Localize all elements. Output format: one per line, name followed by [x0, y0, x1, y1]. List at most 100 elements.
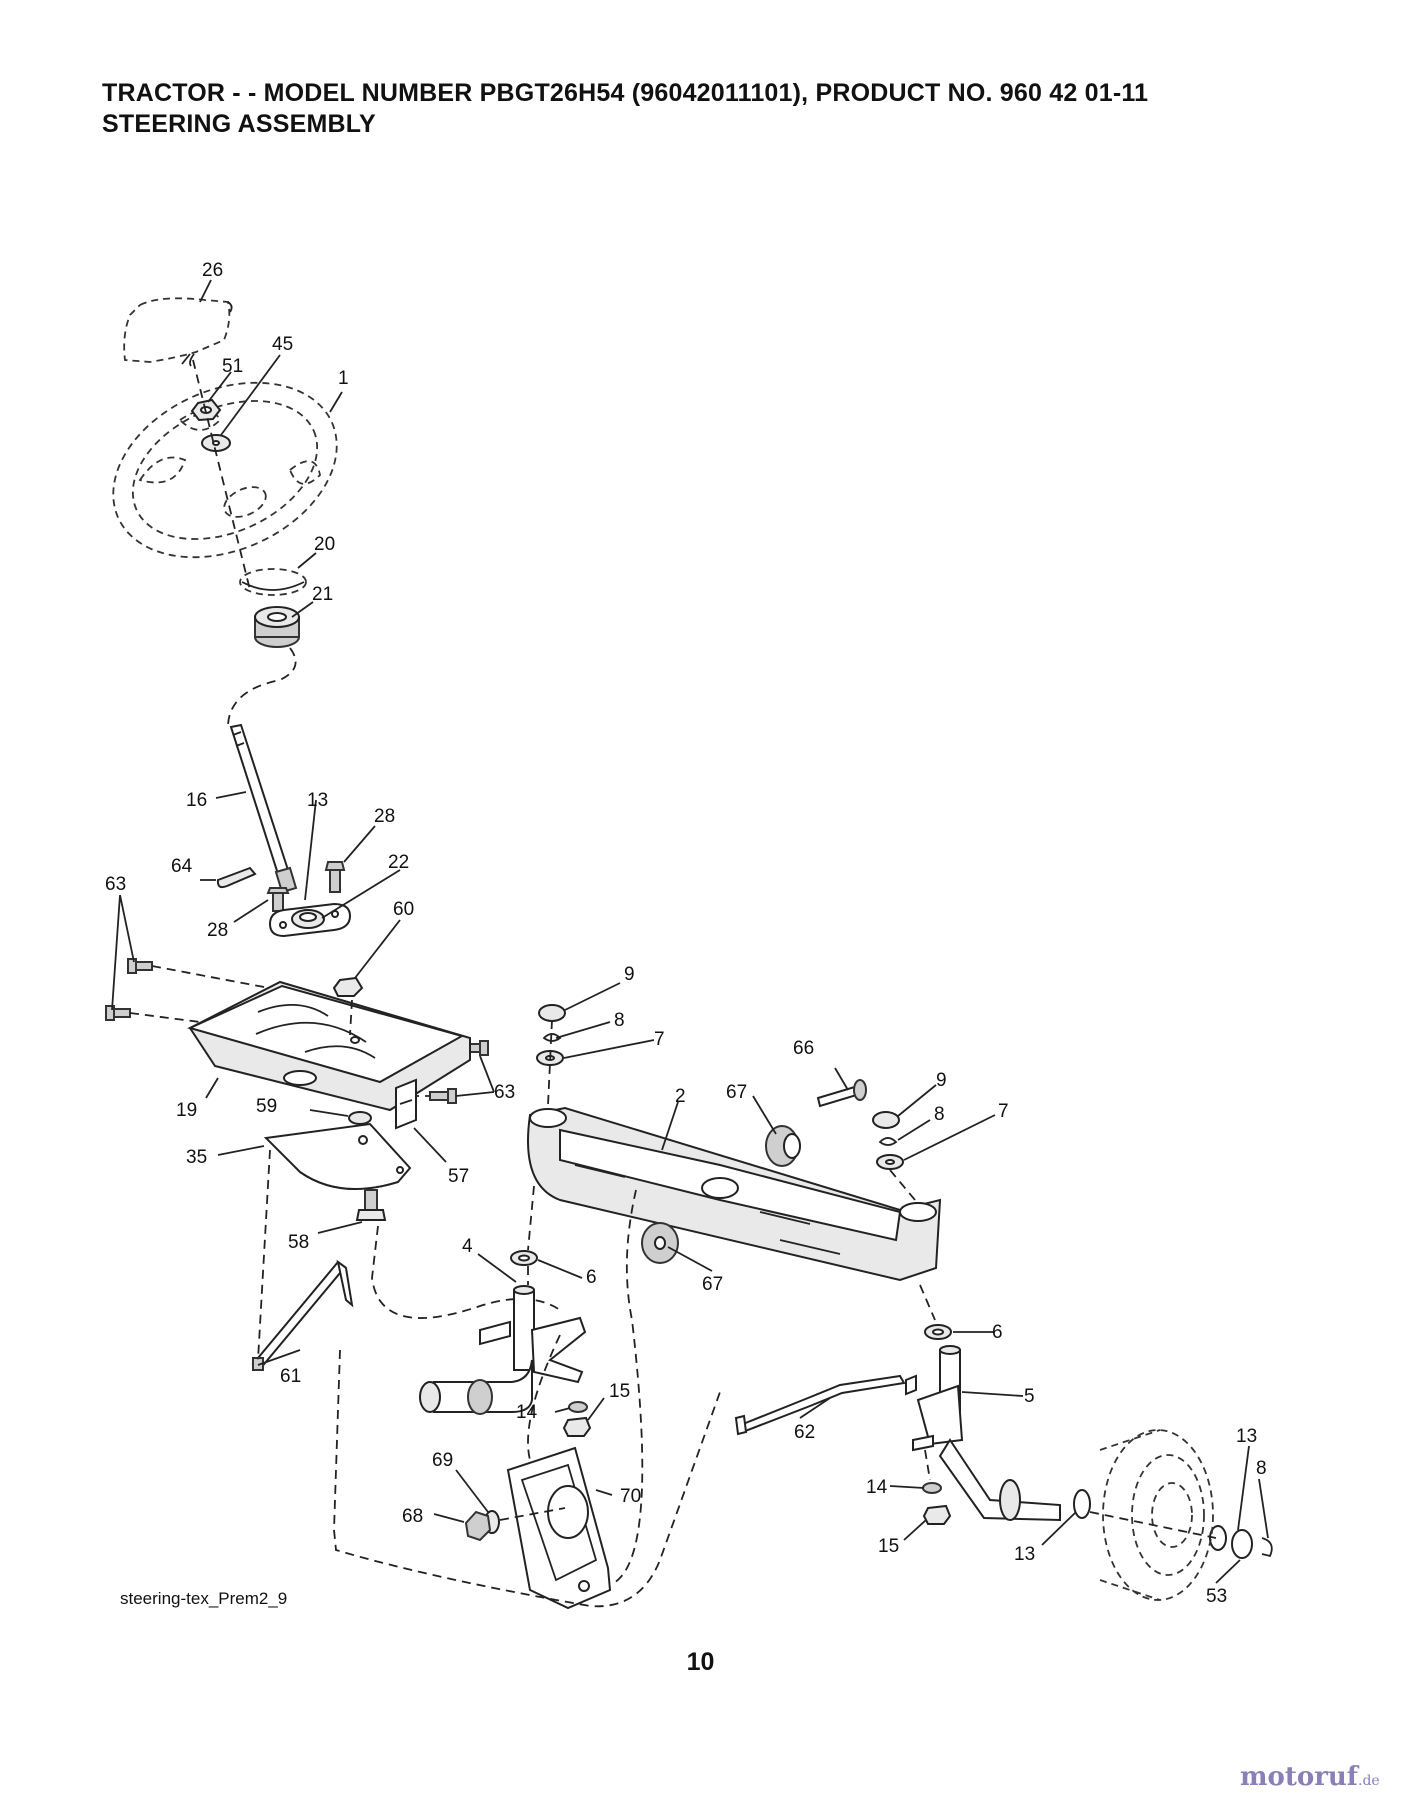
callout-7-left: 7 [654, 1029, 665, 1050]
part-steering-shaft-16 [229, 723, 298, 894]
part-washer-7b [876, 1154, 904, 1170]
callout-68: 68 [402, 1506, 423, 1527]
part-front-axle-2 [527, 1106, 942, 1282]
callout-57: 57 [448, 1166, 469, 1187]
part-spacer-67b [641, 1222, 679, 1264]
part-spacer-67a [765, 1125, 801, 1167]
axis-line-wheel [192, 359, 251, 591]
part-bushing-6b [924, 1324, 952, 1340]
callout-1: 1 [338, 368, 349, 389]
callout-22: 22 [388, 852, 409, 873]
callout-labels: 26 45 51 1 20 21 16 13 28 64 22 28 63 60… [105, 260, 1267, 1607]
part-cap-9b [872, 1111, 900, 1129]
part-washer-14b [922, 1482, 942, 1494]
callout-51: 51 [222, 356, 243, 377]
callout-8-wheel: 8 [1256, 1458, 1267, 1479]
part-bushing-21 [254, 606, 300, 648]
callout-21: 21 [312, 584, 333, 605]
part-spindle-4 [419, 1285, 587, 1415]
callout-45: 45 [272, 334, 293, 355]
part-bolt-63d [429, 1088, 457, 1104]
axis-line-column [227, 647, 297, 726]
callout-63-right: 63 [494, 1082, 515, 1103]
part-cap-9a [538, 1004, 566, 1022]
callout-15-left: 15 [609, 1381, 630, 1402]
part-drag-link-61 [251, 1259, 354, 1371]
axis-line-60 [349, 999, 353, 1036]
leader-lines [111, 279, 1269, 1584]
callout-8-right: 8 [934, 1104, 945, 1125]
callout-8-left: 8 [614, 1010, 625, 1031]
part-washer-13c [1209, 1525, 1227, 1551]
callout-69: 69 [432, 1450, 453, 1471]
callout-26: 26 [202, 260, 223, 281]
part-tie-rod-62 [734, 1374, 917, 1436]
part-pivot-bolt-58 [355, 1189, 387, 1221]
callout-59: 59 [256, 1096, 277, 1117]
callout-58: 58 [288, 1232, 309, 1253]
callout-14-right: 14 [866, 1477, 888, 1498]
part-front-wheel [1099, 1429, 1214, 1601]
callout-60: 60 [393, 899, 414, 920]
part-nut-60 [332, 976, 364, 997]
callout-19: 19 [176, 1100, 197, 1121]
callout-28-left: 28 [207, 920, 228, 941]
callout-63-left: 63 [105, 874, 126, 895]
part-bushing-6a [510, 1250, 538, 1266]
part-bolt-63a [127, 958, 153, 974]
part-nut-15b [922, 1504, 952, 1525]
part-washer-45 [201, 434, 231, 452]
axis-lines-lower [499, 1189, 644, 1585]
callout-9-right: 9 [936, 1070, 947, 1091]
callout-13-wheel: 13 [1014, 1544, 1035, 1565]
callout-2: 2 [675, 1086, 686, 1107]
part-ring-20 [239, 568, 307, 596]
callout-13-right: 13 [1236, 1426, 1257, 1447]
page-subtitle: STEERING ASSEMBLY [102, 110, 376, 138]
part-spindle-5 [912, 1345, 1061, 1522]
part-washer-13b [1073, 1489, 1091, 1519]
part-clip-64 [216, 866, 257, 889]
callout-6-left: 6 [586, 1267, 597, 1288]
axis-line-right-nut [924, 1449, 931, 1481]
watermark-logo: motoruf.de [1240, 1762, 1380, 1792]
callout-66: 66 [793, 1038, 814, 1059]
callout-61: 61 [280, 1366, 301, 1387]
axis-lines-bolts [129, 965, 462, 1097]
callout-64: 64 [171, 856, 193, 877]
callout-13-column: 13 [307, 790, 328, 811]
callout-14-left: 14 [516, 1402, 538, 1423]
part-bolt-63b [105, 1005, 131, 1021]
callout-67-bottom: 67 [702, 1274, 723, 1295]
part-bolt-28b [324, 861, 346, 893]
axis-lines-sector [257, 1149, 561, 1361]
callout-20: 20 [314, 534, 335, 555]
part-clip-8b [878, 1137, 898, 1146]
axis-line-spindle-left [527, 1185, 535, 1285]
part-clip-8c [1261, 1537, 1273, 1558]
axis-line-right-pivot [889, 1169, 936, 1321]
part-bolt-28a [266, 887, 290, 912]
title-block: TRACTOR - - MODEL NUMBER PBGT26H54 (9604… [102, 78, 1148, 140]
page-title: TRACTOR - - MODEL NUMBER PBGT26H54 (9604… [102, 79, 1149, 107]
part-flange-bearing-22 [268, 902, 352, 938]
axis-line-assembly-loop [333, 1349, 721, 1608]
watermark-suffix: .de [1358, 1773, 1380, 1789]
part-nut-68 [464, 1510, 492, 1542]
callout-15-right: 15 [878, 1536, 899, 1557]
diagram-source-label: steering-tex_Prem2_9 [120, 1589, 288, 1608]
callout-53: 53 [1206, 1586, 1227, 1607]
part-steering-cap [123, 297, 233, 367]
callout-70: 70 [620, 1486, 641, 1507]
callout-28-top: 28 [374, 806, 395, 827]
callout-6-right: 6 [992, 1322, 1003, 1343]
callout-4: 4 [462, 1236, 473, 1257]
callout-9-left: 9 [624, 964, 635, 985]
page-number: 10 [686, 1648, 715, 1676]
part-bracket-57 [395, 1078, 417, 1130]
callout-62: 62 [794, 1422, 815, 1443]
part-pivot-bolt-66 [816, 1079, 867, 1108]
callout-35: 35 [186, 1147, 207, 1168]
part-sector-gear-35 [263, 1122, 412, 1191]
